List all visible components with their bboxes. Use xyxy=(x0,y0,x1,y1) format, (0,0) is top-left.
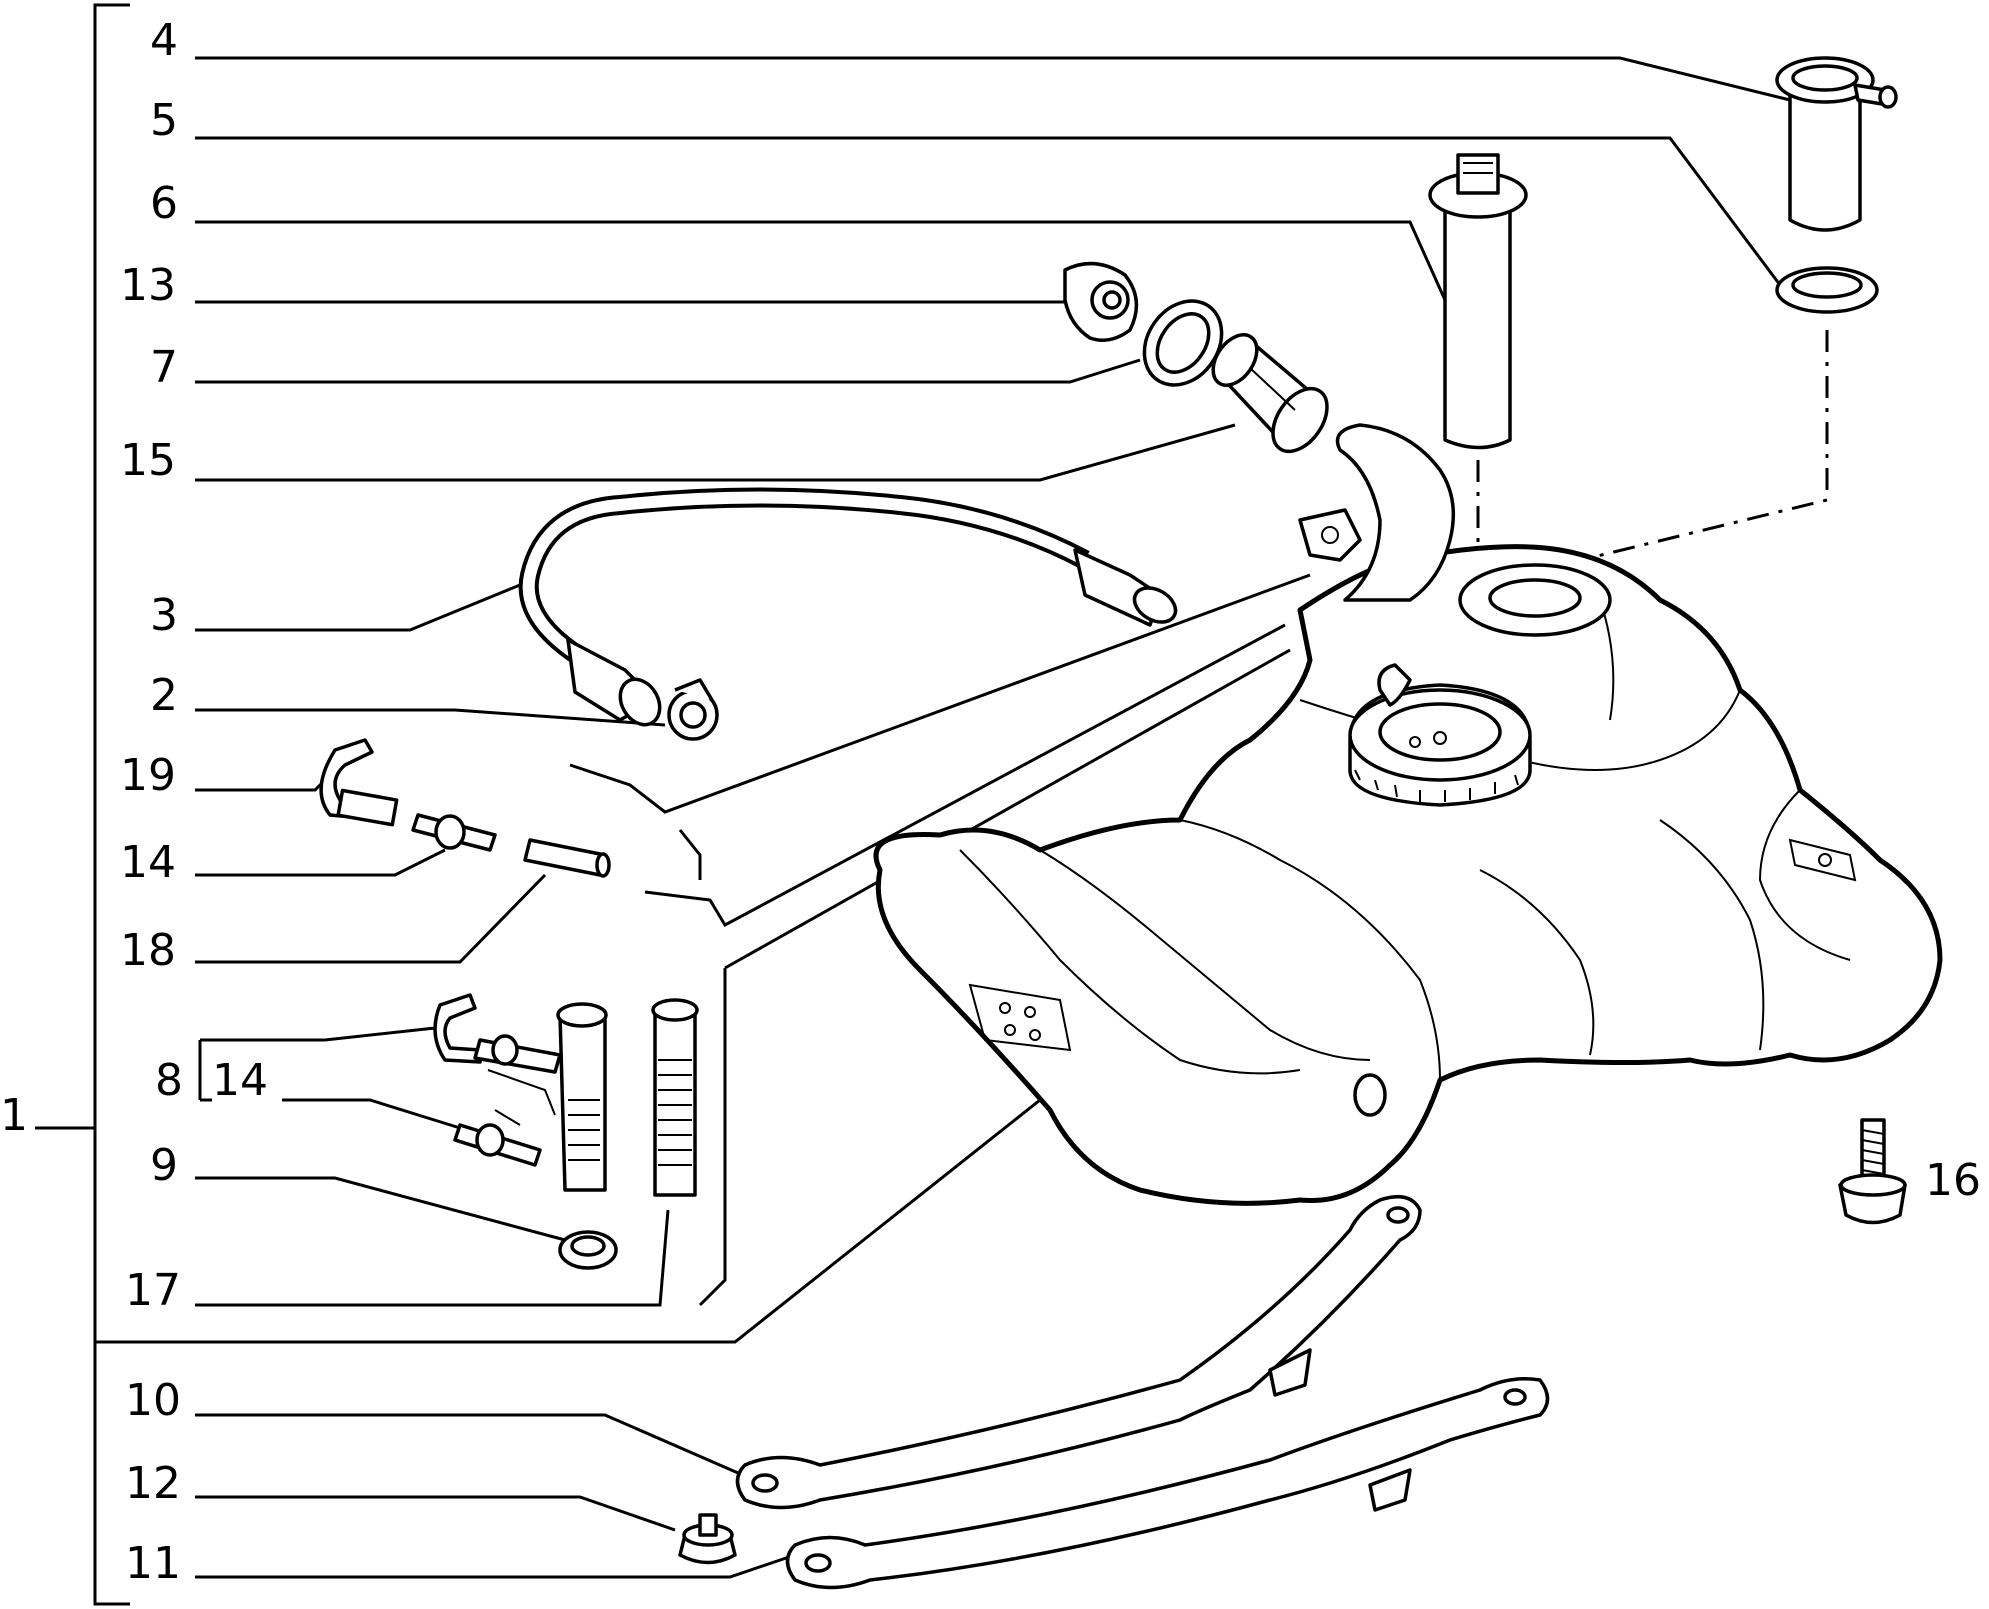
part-12-nut xyxy=(678,1513,737,1565)
part-14-connector-upper xyxy=(411,813,497,852)
callout-8: 8 xyxy=(155,1055,183,1106)
callout-10: 10 xyxy=(125,1375,181,1426)
assembly-bracket xyxy=(35,3,1041,1606)
part-8-t-fitting-group xyxy=(433,993,608,1192)
callout-9: 9 xyxy=(150,1140,178,1191)
part-18-tube xyxy=(523,838,611,878)
part-17-corrugated-tube xyxy=(651,998,699,1197)
callout-16: 16 xyxy=(1925,1155,1981,1206)
part-13-cap xyxy=(1063,261,1139,342)
part-7-seal xyxy=(1142,299,1224,387)
callout-18: 18 xyxy=(120,925,176,976)
callout-11: 11 xyxy=(125,1538,181,1589)
callout-6: 6 xyxy=(150,178,178,229)
callout-1: 1 xyxy=(0,1090,28,1141)
callout-13: 13 xyxy=(120,260,176,311)
part-3-hose xyxy=(518,487,1178,727)
part-4-sender-cup xyxy=(1775,56,1898,232)
callout-5: 5 xyxy=(150,95,178,146)
part-19-bent-tube xyxy=(319,738,399,827)
fuel-tank xyxy=(873,423,1943,1206)
callout-17: 17 xyxy=(125,1265,181,1316)
part-2-clamp xyxy=(667,678,719,741)
callout-14-lower: 14 xyxy=(212,1055,268,1106)
callout-3: 3 xyxy=(150,590,178,641)
part-16-bolt xyxy=(1838,1118,1907,1225)
part-10-strap xyxy=(735,1194,1422,1510)
leader-lines xyxy=(195,56,1890,1579)
callout-2: 2 xyxy=(150,670,178,721)
callout-7: 7 xyxy=(150,342,178,393)
callout-12: 12 xyxy=(125,1458,181,1509)
part-9-clip xyxy=(558,1230,618,1270)
callout-4: 4 xyxy=(150,15,178,66)
part-5-gasket xyxy=(1539,266,1879,572)
callout-19: 19 xyxy=(120,750,176,801)
callout-15: 15 xyxy=(120,435,176,486)
part-11-strap xyxy=(785,1377,1550,1590)
part-15-valve xyxy=(1211,333,1329,454)
callout-14-upper: 14 xyxy=(120,837,176,888)
small-parts-group-bracket xyxy=(487,573,1311,1307)
